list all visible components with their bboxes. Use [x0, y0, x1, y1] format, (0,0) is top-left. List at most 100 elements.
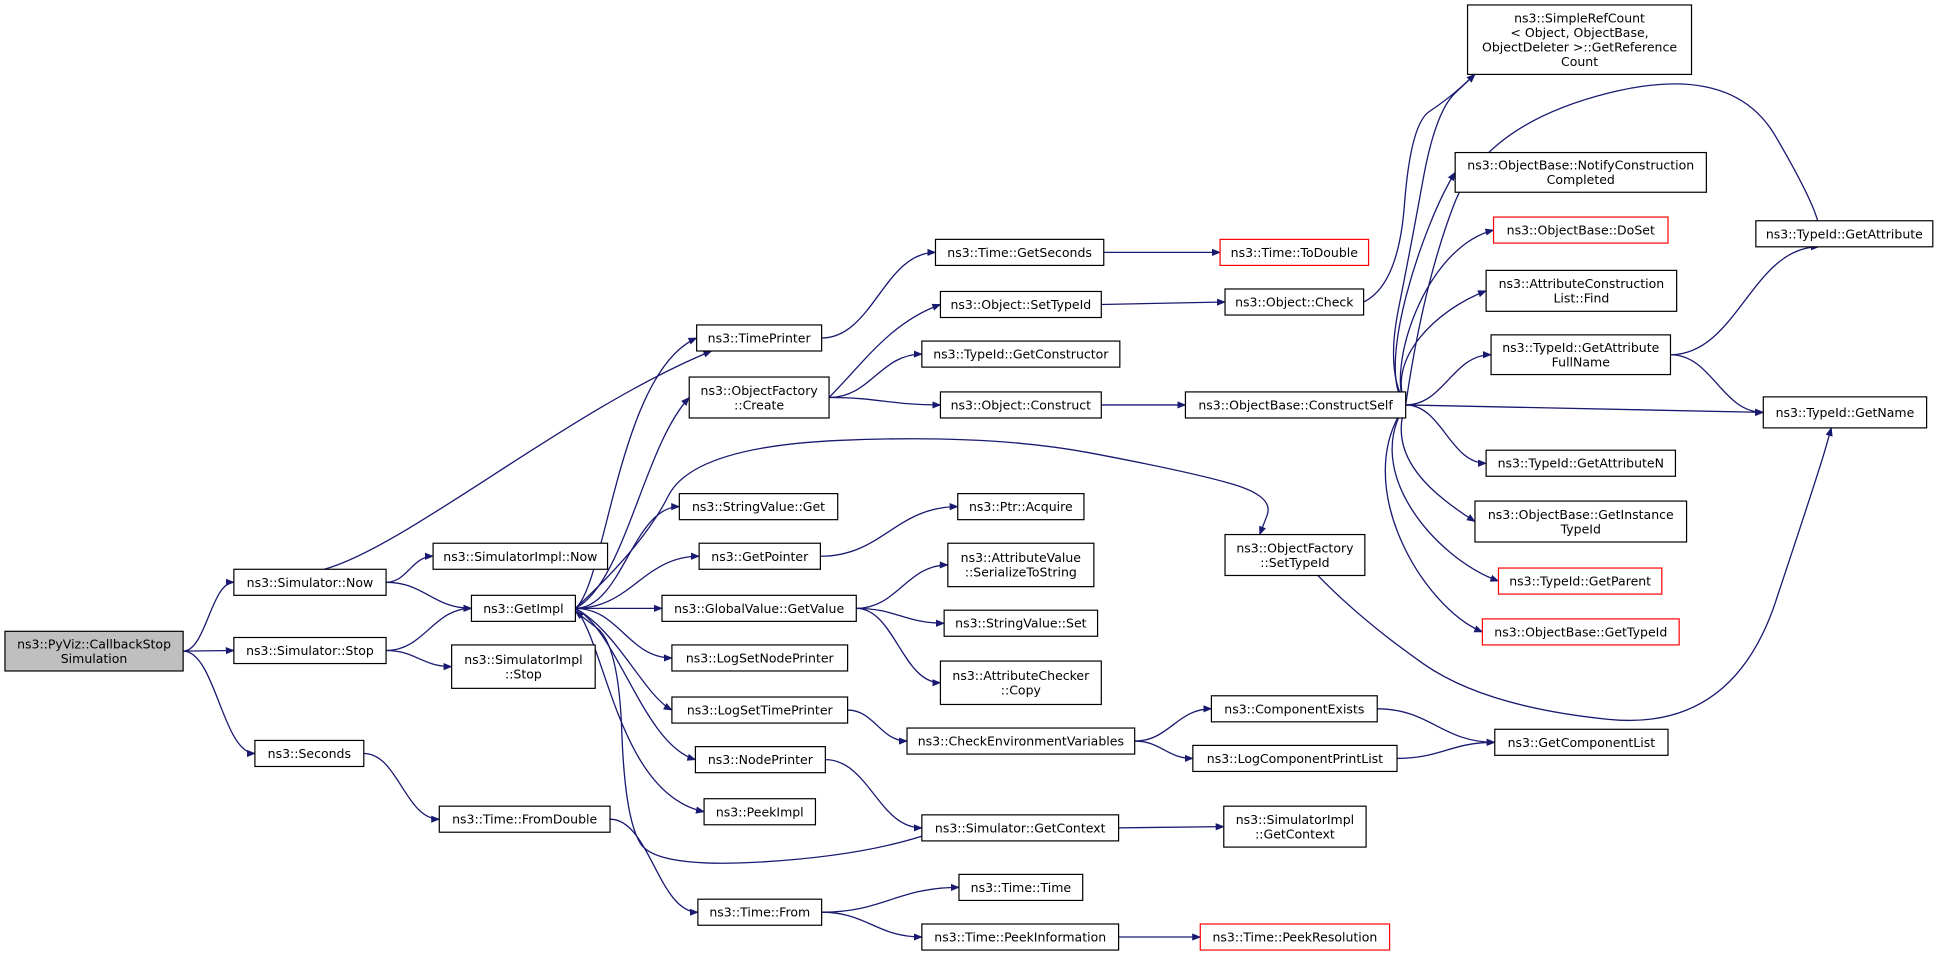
edge-sim-now-to-getimpl: [386, 581, 473, 612]
node-typeid-getname[interactable]: ns3::TypeId::GetName: [1762, 396, 1928, 429]
node-checkenv[interactable]: ns3::CheckEnvironmentVariables: [906, 727, 1136, 755]
node-label: ns3::ObjectBase::GetTypeId: [1494, 624, 1667, 639]
node-time-getseconds[interactable]: ns3::Time::GetSeconds: [934, 238, 1105, 267]
edge-getimpl-to-getpointer: [575, 552, 701, 609]
edge-getpointer-to-ptr-acquire: [820, 503, 959, 557]
node-componentexists[interactable]: ns3::ComponentExists: [1210, 695, 1378, 723]
node-objbase-constructself[interactable]: ns3::ObjectBase::ConstructSelf: [1184, 391, 1407, 419]
node-nodeprinter[interactable]: ns3::NodePrinter: [694, 746, 826, 774]
node-fromdouble[interactable]: ns3::Time::FromDouble: [438, 805, 611, 833]
node-box: [921, 340, 1121, 368]
edge-typeid-getattributefullname-to-typeid-getattribute: [1670, 243, 1820, 356]
node-box: [1466, 4, 1693, 76]
node-seconds[interactable]: ns3::Seconds: [254, 739, 365, 768]
edge-componentexists-to-getcomponentlist: [1377, 708, 1496, 746]
node-logcomponentprintlist[interactable]: ns3::LogComponentPrintList: [1192, 744, 1398, 773]
node-label: ns3::GetPointer: [711, 549, 809, 564]
node-label: ::Copy: [1001, 683, 1042, 698]
node-box: [1762, 396, 1928, 429]
node-box: [958, 873, 1084, 902]
node-typeid-getconstructor[interactable]: ns3::TypeId::GetConstructor: [921, 340, 1121, 368]
node-objfactory-settypeid[interactable]: ns3::ObjectFactory::SetTypeId: [1224, 533, 1366, 577]
node-globalvalue-getvalue[interactable]: ns3::GlobalValue::GetValue: [661, 594, 857, 622]
node-sim-now[interactable]: ns3::Simulator::Now: [233, 568, 387, 596]
edge-checkenv-to-componentexists: [1134, 705, 1213, 742]
node-getcomponentlist[interactable]: ns3::GetComponentList: [1494, 728, 1669, 756]
node-label: ::Create: [734, 397, 784, 412]
node-label: ns3::AttributeValue: [961, 550, 1082, 565]
node-box: [438, 805, 611, 833]
node-sim-stop[interactable]: ns3::Simulator::Stop: [233, 636, 387, 665]
node-box: [1481, 618, 1680, 646]
node-label: ObjectDeleter >::GetReference: [1482, 39, 1677, 54]
node-sim-getcontext[interactable]: ns3::Simulator::GetContext: [921, 814, 1120, 842]
edge-fromdouble-to-time-from: [610, 818, 699, 916]
node-objfactory-create[interactable]: ns3::ObjectFactory::Create: [688, 376, 830, 419]
node-box: [1494, 728, 1669, 756]
node-time-peekinfo[interactable]: ns3::Time::PeekInformation: [921, 923, 1120, 951]
node-box: [696, 324, 823, 352]
node-time-from[interactable]: ns3::Time::From: [697, 898, 823, 926]
node-box: [957, 493, 1085, 521]
node-box: [4, 630, 184, 672]
node-label: ns3::TypeId::GetName: [1776, 405, 1915, 420]
node-getpointer[interactable]: ns3::GetPointer: [698, 542, 821, 570]
node-stringvalue-set[interactable]: ns3::StringValue::Set: [943, 609, 1099, 637]
edge-sim-getcontext-to-simimpl-getcontext: [1118, 823, 1225, 831]
node-timeprinter[interactable]: ns3::TimePrinter: [696, 324, 823, 352]
node-label: ns3::NodePrinter: [708, 752, 814, 767]
node-label: ns3::ObjectBase::DoSet: [1507, 223, 1655, 238]
node-label: ns3::SimpleRefCount: [1514, 10, 1645, 25]
node-time-todouble[interactable]: ns3::Time::ToDouble: [1219, 238, 1370, 267]
node-label: ns3::TypeId::GetConstructor: [933, 347, 1109, 362]
node-attrchecker-copy[interactable]: ns3::AttributeChecker::Copy: [939, 660, 1102, 706]
node-label: ns3::StringValue::Set: [955, 616, 1086, 631]
node-label: ns3::Simulator::Now: [247, 575, 374, 590]
node-label: ns3::AttributeChecker: [952, 668, 1090, 683]
node-box: [1485, 449, 1677, 477]
node-objbase-doset[interactable]: ns3::ObjectBase::DoSet: [1492, 216, 1669, 244]
node-typeid-getattributen[interactable]: ns3::TypeId::GetAttributeN: [1485, 449, 1677, 477]
node-ptr-acquire[interactable]: ns3::Ptr::Acquire: [957, 493, 1085, 521]
edge-getimpl-to-peekimpl: [574, 607, 705, 814]
node-simimpl-stop[interactable]: ns3::SimulatorImpl::Stop: [451, 644, 596, 689]
node-objbase-notify[interactable]: ns3::ObjectBase::NotifyConstructionCompl…: [1454, 151, 1707, 193]
node-getimpl[interactable]: ns3::GetImpl: [470, 594, 576, 622]
node-stringvalue-get[interactable]: ns3::StringValue::Get: [678, 493, 839, 521]
node-box: [939, 660, 1102, 706]
node-peekimpl[interactable]: ns3::PeekImpl: [703, 798, 817, 826]
node-object-settypeid[interactable]: ns3::Object::SetTypeId: [939, 290, 1102, 319]
node-typeid-getparent[interactable]: ns3::TypeId::GetParent: [1497, 567, 1663, 595]
node-logsetnodeprinter[interactable]: ns3::LogSetNodePrinter: [671, 644, 849, 672]
node-object-construct[interactable]: ns3::Object::Construct: [939, 391, 1102, 419]
node-label: ns3::PeekImpl: [716, 804, 804, 819]
node-time-peekresolution[interactable]: ns3::Time::PeekResolution: [1199, 923, 1391, 951]
node-typeid-getattribute[interactable]: ns3::TypeId::GetAttribute: [1755, 220, 1934, 248]
node-label: ns3::ObjectBase::NotifyConstruction: [1467, 158, 1694, 173]
edge-object-settypeid-to-object-check: [1101, 298, 1226, 306]
node-label: ns3::LogComponentPrintList: [1207, 751, 1383, 766]
node-objbase-gettypeid[interactable]: ns3::ObjectBase::GetTypeId: [1481, 618, 1680, 646]
edge-objbase-constructself-to-typeid-getname: [1405, 404, 1765, 416]
node-label: List::Find: [1553, 291, 1609, 306]
node-simimpl-now[interactable]: ns3::SimulatorImpl::Now: [432, 542, 609, 570]
node-time-time[interactable]: ns3::Time::Time: [958, 873, 1084, 902]
node-simimpl-getcontext[interactable]: ns3::SimulatorImpl::GetContext: [1223, 805, 1367, 848]
node-label: ns3::LogSetNodePrinter: [686, 650, 835, 665]
node-box: [1492, 216, 1669, 244]
nodes: ns3::PyViz::CallbackStopSimulationns3::S…: [4, 4, 1934, 951]
node-box: [1224, 533, 1366, 577]
node-label: ::Stop: [505, 666, 542, 681]
edge-getimpl-to-logsetnodeprinter: [575, 607, 673, 662]
edge-getimpl-to-objfactory-settypeid: [574, 438, 1269, 609]
node-attrvalue-serialize[interactable]: ns3::AttributeValue::SerializeToString: [947, 542, 1095, 588]
node-object-check[interactable]: ns3::Object::Check: [1224, 288, 1365, 316]
node-box: [1497, 567, 1663, 595]
node-box: [697, 898, 823, 926]
node-logsettimeprinter[interactable]: ns3::LogSetTimePrinter: [671, 696, 849, 724]
node-simplerefcount[interactable]: ns3::SimpleRefCount< Object, ObjectBase,…: [1466, 4, 1693, 76]
